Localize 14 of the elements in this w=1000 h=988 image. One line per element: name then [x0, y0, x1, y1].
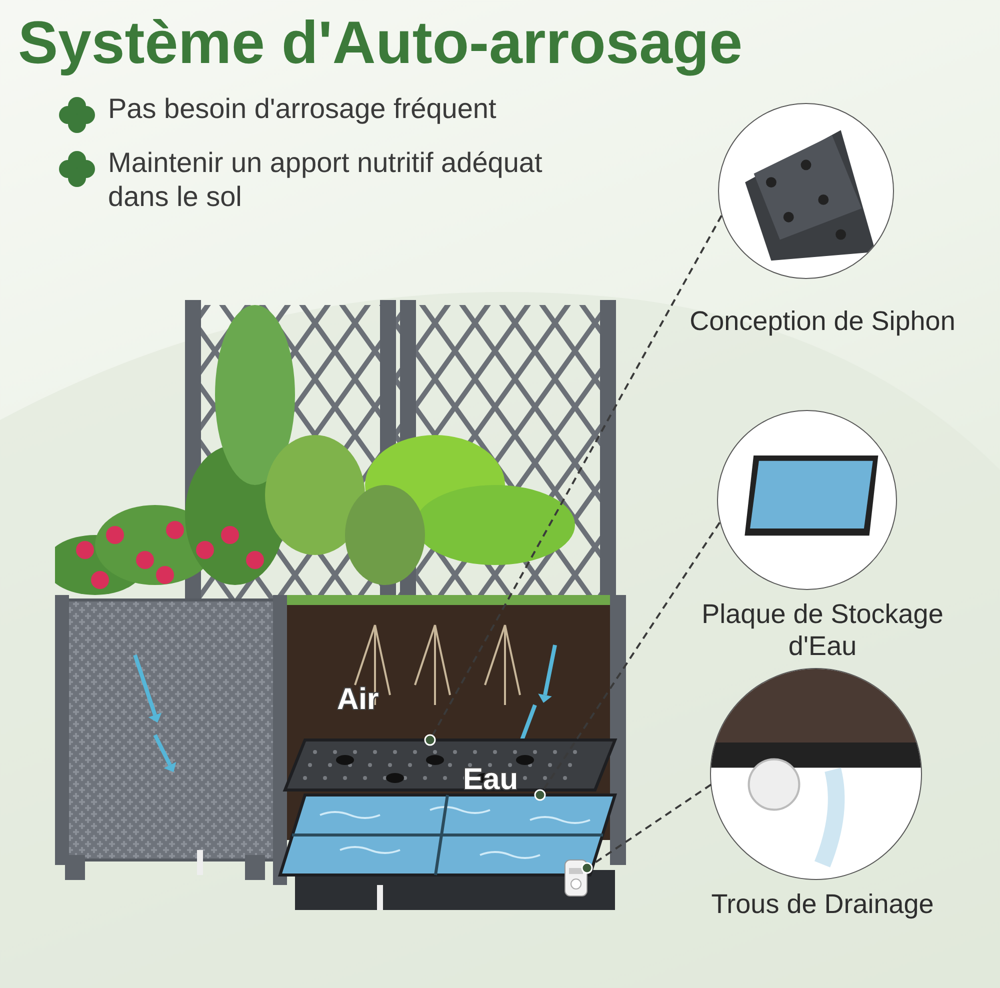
- part-label: Air: [337, 683, 379, 717]
- siphon-plate: [285, 740, 615, 790]
- node-label: Conception de Siphon: [688, 305, 956, 337]
- bullet-text: Maintenir un apport nutritif adéquat dans le sol: [108, 146, 544, 214]
- part-label: Eau: [463, 763, 518, 797]
- bullet-text: Pas besoin d'arrosage fréquent: [108, 92, 498, 126]
- leader-line: [424, 215, 722, 746]
- title: Système d'Auto-arrosage: [18, 8, 742, 77]
- node-label: Trous de Drainage: [710, 888, 935, 920]
- water-storage-plate: [280, 795, 615, 875]
- leader-line: [534, 522, 721, 801]
- leader-line: [581, 784, 712, 874]
- drain-valve: [565, 860, 587, 896]
- node-label: Plaque de Stockage d'Eau: [700, 598, 944, 662]
